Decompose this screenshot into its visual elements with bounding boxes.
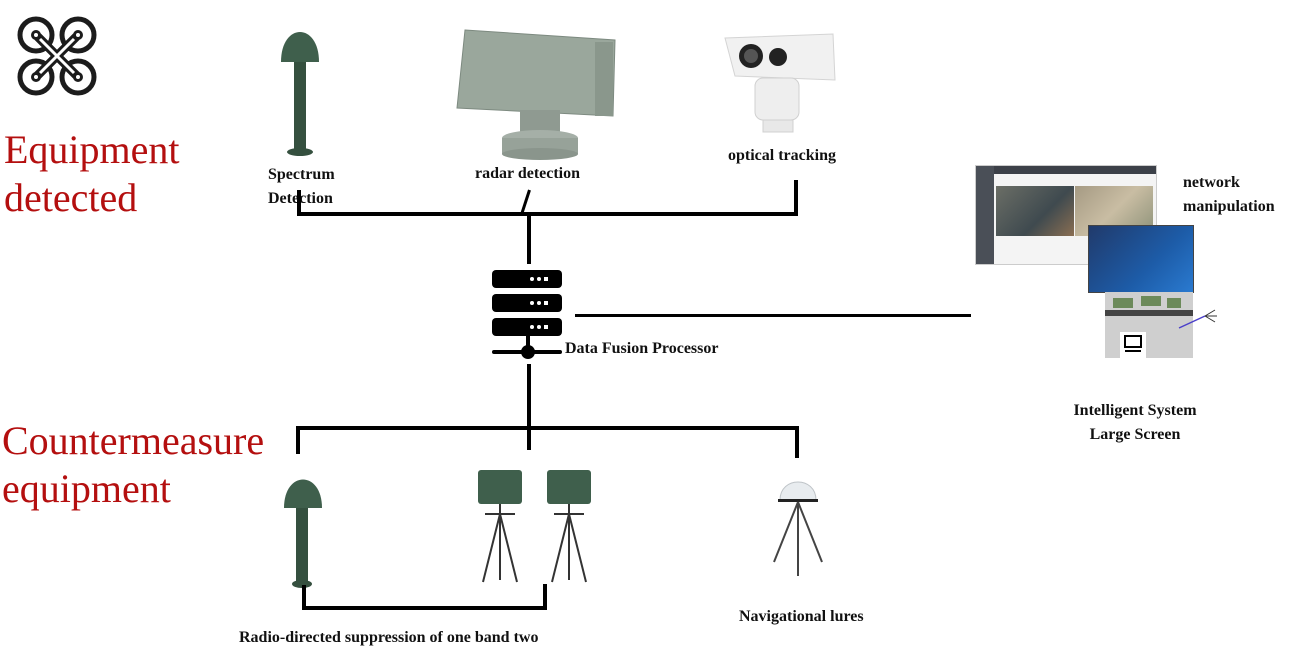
radar-detection-label: radar detection: [475, 165, 581, 182]
connector-line: [520, 189, 531, 214]
label-line: Spectrum: [268, 166, 335, 183]
heading-line-2: detected: [4, 175, 138, 220]
suppression-antenna-icon: [284, 479, 322, 588]
connector-line: [527, 214, 531, 264]
connector-line: [296, 426, 300, 454]
server-rack-icon: [492, 270, 562, 359]
connector-line: [302, 585, 306, 609]
heading-line-1: Equipment: [4, 127, 180, 172]
connector-line: [527, 364, 531, 428]
connector-line: [297, 212, 797, 216]
video-wall-screenshot: [1088, 225, 1194, 293]
label-line: Intelligent System: [1073, 402, 1197, 419]
navigational-lures-label: Navigational lures: [739, 608, 864, 625]
network-manipulation-label: network manipulation: [1183, 171, 1275, 219]
connector-line: [575, 314, 971, 317]
label-line: Large Screen: [1089, 426, 1181, 443]
label-line: network: [1183, 174, 1240, 191]
data-fusion-processor-label: Data Fusion Processor: [565, 340, 719, 357]
directional-jammer-icon: [478, 470, 591, 583]
radar-icon: [456, 29, 616, 160]
drone-icon: [17, 16, 97, 96]
connector-line: [543, 584, 547, 610]
heading-line-1: Countermeasure: [2, 418, 265, 463]
heading-line-2: equipment: [2, 466, 171, 511]
optical-tracking-label: optical tracking: [728, 147, 836, 164]
navigation-lure-icon: [773, 481, 823, 576]
optical-camera-icon: [724, 33, 836, 133]
suppression-label: Radio-directed suppression of one band t…: [239, 629, 539, 646]
connector-line: [794, 180, 798, 216]
heading-equipment-detected: Equipment detected: [4, 126, 180, 222]
spectrum-detection-antenna-icon: [281, 32, 319, 156]
connector-line: [527, 426, 531, 450]
control-room-icon: [1105, 292, 1217, 358]
spectrum-detection-label: Spectrum Detection: [268, 163, 335, 211]
connector-line: [297, 190, 301, 216]
heading-countermeasure-equipment: Countermeasure equipment: [2, 417, 264, 513]
connector-line: [302, 606, 546, 610]
connector-line: [296, 426, 798, 430]
label-line: Detection: [268, 187, 335, 211]
intelligent-system-large-screen-label: Intelligent System Large Screen: [1060, 399, 1210, 447]
connector-line: [795, 426, 799, 458]
label-line: manipulation: [1183, 198, 1275, 215]
